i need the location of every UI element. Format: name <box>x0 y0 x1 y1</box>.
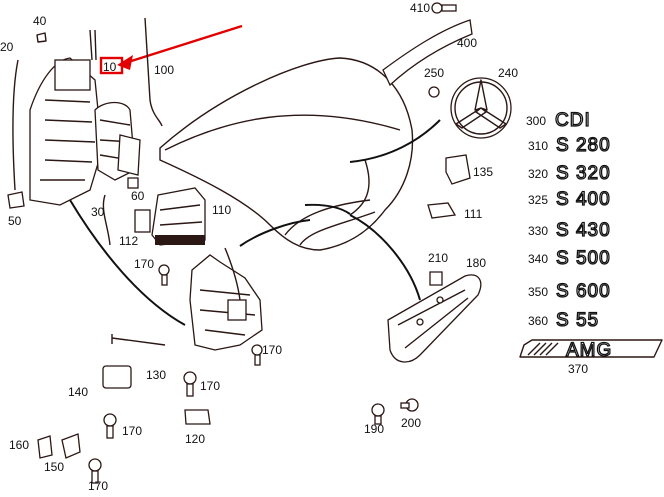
bolt-410 <box>431 2 457 14</box>
callout-10: 10 <box>103 60 117 74</box>
svg-text:S 55: S 55 <box>556 310 599 331</box>
callout-30: 30 <box>91 205 105 219</box>
callout-110: 110 <box>212 203 231 217</box>
callout-135: 135 <box>473 165 493 179</box>
callout-112: 112 <box>119 234 138 248</box>
star-emblem-240 <box>450 77 512 139</box>
callout-120: 120 <box>185 432 205 446</box>
callout-130: 130 <box>146 368 166 382</box>
callout-250: 250 <box>424 66 444 80</box>
svg-text:S 400: S 400 <box>556 189 611 210</box>
svg-text:360: 360 <box>528 314 548 328</box>
callout-400: 400 <box>457 36 477 50</box>
central-lock-pump <box>7 29 141 246</box>
callout-240: 240 <box>498 66 518 80</box>
model-badge-330: 330 S 430 <box>528 219 611 241</box>
svg-text:S 280: S 280 <box>556 135 611 156</box>
rod-100 <box>144 17 163 127</box>
lock-arrow <box>239 219 311 247</box>
model-badge-325: 325 S 400 <box>528 188 611 210</box>
screw-170-a <box>158 264 170 286</box>
callout-111: 111 <box>464 207 483 221</box>
clips-150-160 <box>37 433 81 459</box>
svg-text:310: 310 <box>528 139 548 153</box>
model-badge-340: 340 S 500 <box>528 247 611 269</box>
svg-text:300: 300 <box>526 114 546 128</box>
screw-170-d <box>103 413 117 439</box>
emblem-arrow <box>349 119 441 163</box>
callout-200: 200 <box>401 416 421 430</box>
callout-170-c: 170 <box>200 379 220 393</box>
callout-170-e: 170 <box>88 479 108 493</box>
rod-130 <box>111 334 166 346</box>
callout-50: 50 <box>8 214 22 228</box>
svg-text:340: 340 <box>528 252 548 266</box>
svg-text:CDI: CDI <box>555 110 591 131</box>
nut-210 <box>429 271 443 286</box>
callout-180: 180 <box>466 256 486 270</box>
hinge-400 <box>382 19 473 87</box>
model-badge-350: 350 S 600 <box>528 280 611 302</box>
trim-down-arrow <box>349 214 421 301</box>
model-badge-300: 300 CDI <box>526 109 591 131</box>
svg-text:330: 330 <box>528 224 548 238</box>
callout-210: 210 <box>428 251 448 265</box>
model-badge-310: 310 S 280 <box>528 134 611 156</box>
svg-text:325: 325 <box>528 193 548 207</box>
clip-40 <box>36 32 47 43</box>
model-badge-360: 360 S 55 <box>528 309 599 331</box>
callout-160: 160 <box>9 438 29 452</box>
callout-170-a: 170 <box>134 257 154 271</box>
trim-arrow <box>304 203 351 215</box>
latch-assembly <box>189 247 263 351</box>
buffer-140 <box>102 365 132 389</box>
callout-190: 190 <box>364 422 384 436</box>
callout-150: 150 <box>44 460 64 474</box>
screw-190 <box>371 403 385 425</box>
callout-370: 370 <box>568 362 588 376</box>
callout-410: 410 <box>410 1 430 15</box>
model-badge-320: 320 S 320 <box>528 162 611 184</box>
amg-badge-text: AMG <box>566 340 612 361</box>
svg-text:S 600: S 600 <box>556 281 611 302</box>
light-135 <box>445 154 471 185</box>
screw-170-e <box>88 458 102 484</box>
svg-text:S 430: S 430 <box>556 220 611 241</box>
grommet-250 <box>428 86 440 98</box>
screw-200 <box>400 398 419 412</box>
highlight-item-10 <box>99 24 243 75</box>
screw-170-b <box>251 344 263 366</box>
callout-170-d: 170 <box>122 424 142 438</box>
screw-170-c <box>183 371 197 397</box>
callout-60: 60 <box>131 189 145 203</box>
trunk-lid <box>159 57 414 251</box>
svg-text:S 320: S 320 <box>556 163 611 184</box>
svg-text:S 500: S 500 <box>556 248 611 269</box>
bracket-120 <box>184 409 211 425</box>
callout-100: 100 <box>154 63 174 77</box>
callout-140: 140 <box>68 385 88 399</box>
callout-20: 20 <box>0 40 14 54</box>
bulb-111 <box>427 202 457 219</box>
central-lock-arrow <box>69 199 186 326</box>
svg-text:320: 320 <box>528 167 548 181</box>
callout-170-b: 170 <box>262 343 282 357</box>
amg-badge: AMG <box>519 339 663 362</box>
lock-actuator <box>134 187 206 246</box>
svg-text:350: 350 <box>528 285 548 299</box>
license-trim-180 <box>387 274 482 363</box>
callout-40: 40 <box>33 14 47 28</box>
